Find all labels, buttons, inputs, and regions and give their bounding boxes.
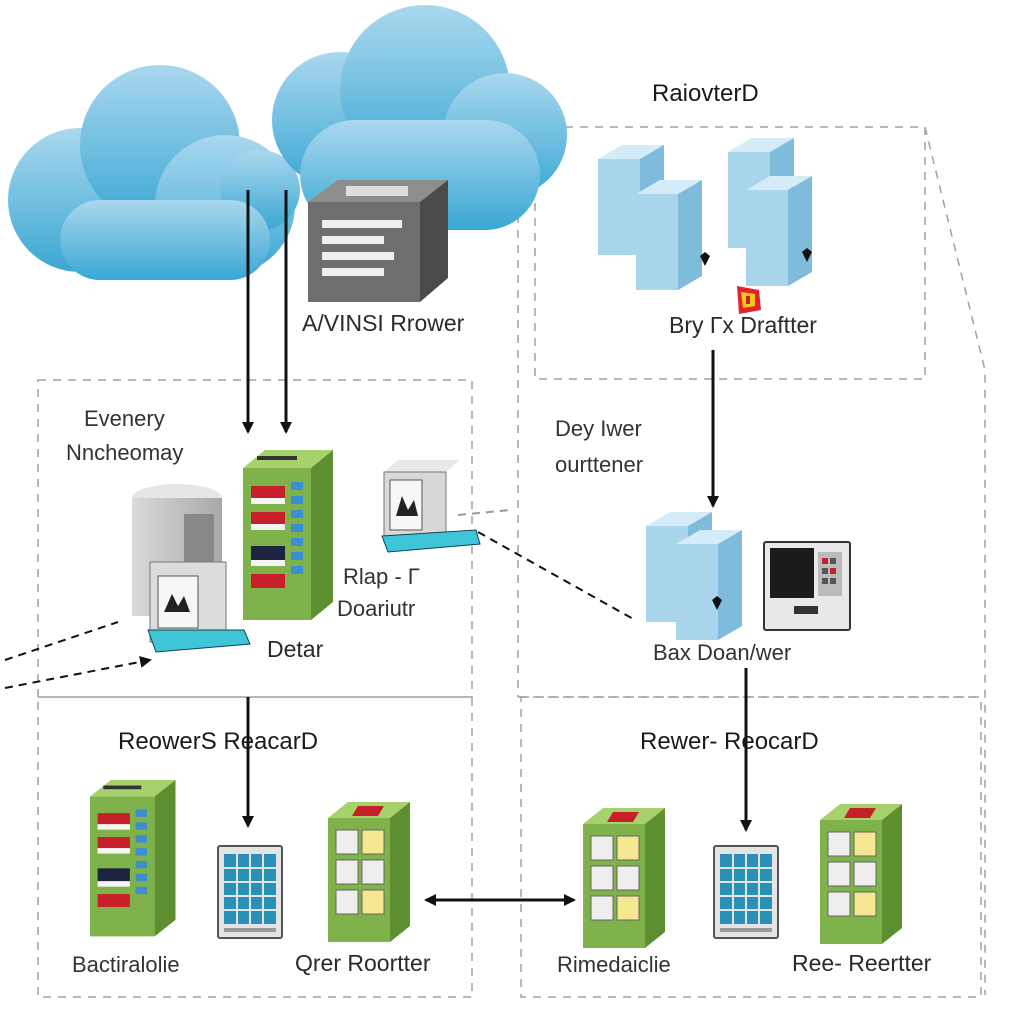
server-rack-icon	[819, 803, 903, 945]
label-rewer-reocard: Rewer- ReocarD	[640, 728, 819, 755]
cloud-icon	[8, 5, 567, 280]
label-evenery: Evenery	[84, 406, 165, 431]
server-rack-icon	[646, 512, 742, 640]
server-rack-icon	[90, 780, 176, 937]
zone-left-bottom	[37, 696, 473, 998]
dashed-links	[4, 509, 636, 689]
zone-top-right-perspective	[924, 126, 986, 995]
label-dey-iwer: Dey Iwer	[555, 416, 642, 441]
panel-icon	[217, 845, 283, 939]
dashed-link-left-2	[4, 656, 152, 689]
monitor-icon	[763, 541, 851, 631]
server-rack-icon	[327, 801, 411, 943]
zone-right-middle	[517, 200, 981, 698]
label-rimedaiclie: Rimedaiclie	[557, 952, 671, 977]
dashed-link-router-stub	[457, 509, 511, 516]
label-reowers-reacard: ReowerS ReacarD	[118, 728, 319, 755]
dashed-link-left-1	[4, 621, 119, 661]
label-bactiralolie: Bactiralolie	[72, 952, 180, 977]
label-rlap: Rlap - Г	[343, 564, 420, 589]
label-detar: Detar	[267, 636, 324, 662]
label-qrer-roortter: Qrer Roortter	[295, 950, 431, 976]
label-nncheomay: Nncheomay	[66, 440, 184, 465]
server-rack-icon	[243, 450, 333, 620]
zone-top-right	[534, 126, 926, 380]
panel-icon	[381, 460, 481, 553]
zone-boxes	[37, 126, 986, 998]
panel-icon	[713, 845, 779, 939]
label-ansi-router: A/VINSI Rrower	[302, 310, 465, 336]
router-icon	[308, 180, 448, 302]
label-ourttener: ourttener	[555, 452, 644, 477]
warning-badge-icon	[737, 286, 761, 314]
label-bry-drafter: Bry Гx Draftter	[669, 312, 817, 338]
label-ree-reertter: Ree- Reertter	[792, 950, 932, 976]
dashed-link-router-to-servers	[477, 531, 636, 621]
panel-icon	[147, 561, 251, 653]
server-rack-icon	[582, 807, 666, 949]
server-rack-icon	[598, 138, 812, 290]
label-raiovterd: RaiovterD	[652, 80, 759, 107]
arrows	[242, 190, 752, 906]
label-bax-doanwer: Bax Doan/wer	[653, 640, 792, 665]
label-doariutr: Doariutr	[337, 596, 416, 621]
